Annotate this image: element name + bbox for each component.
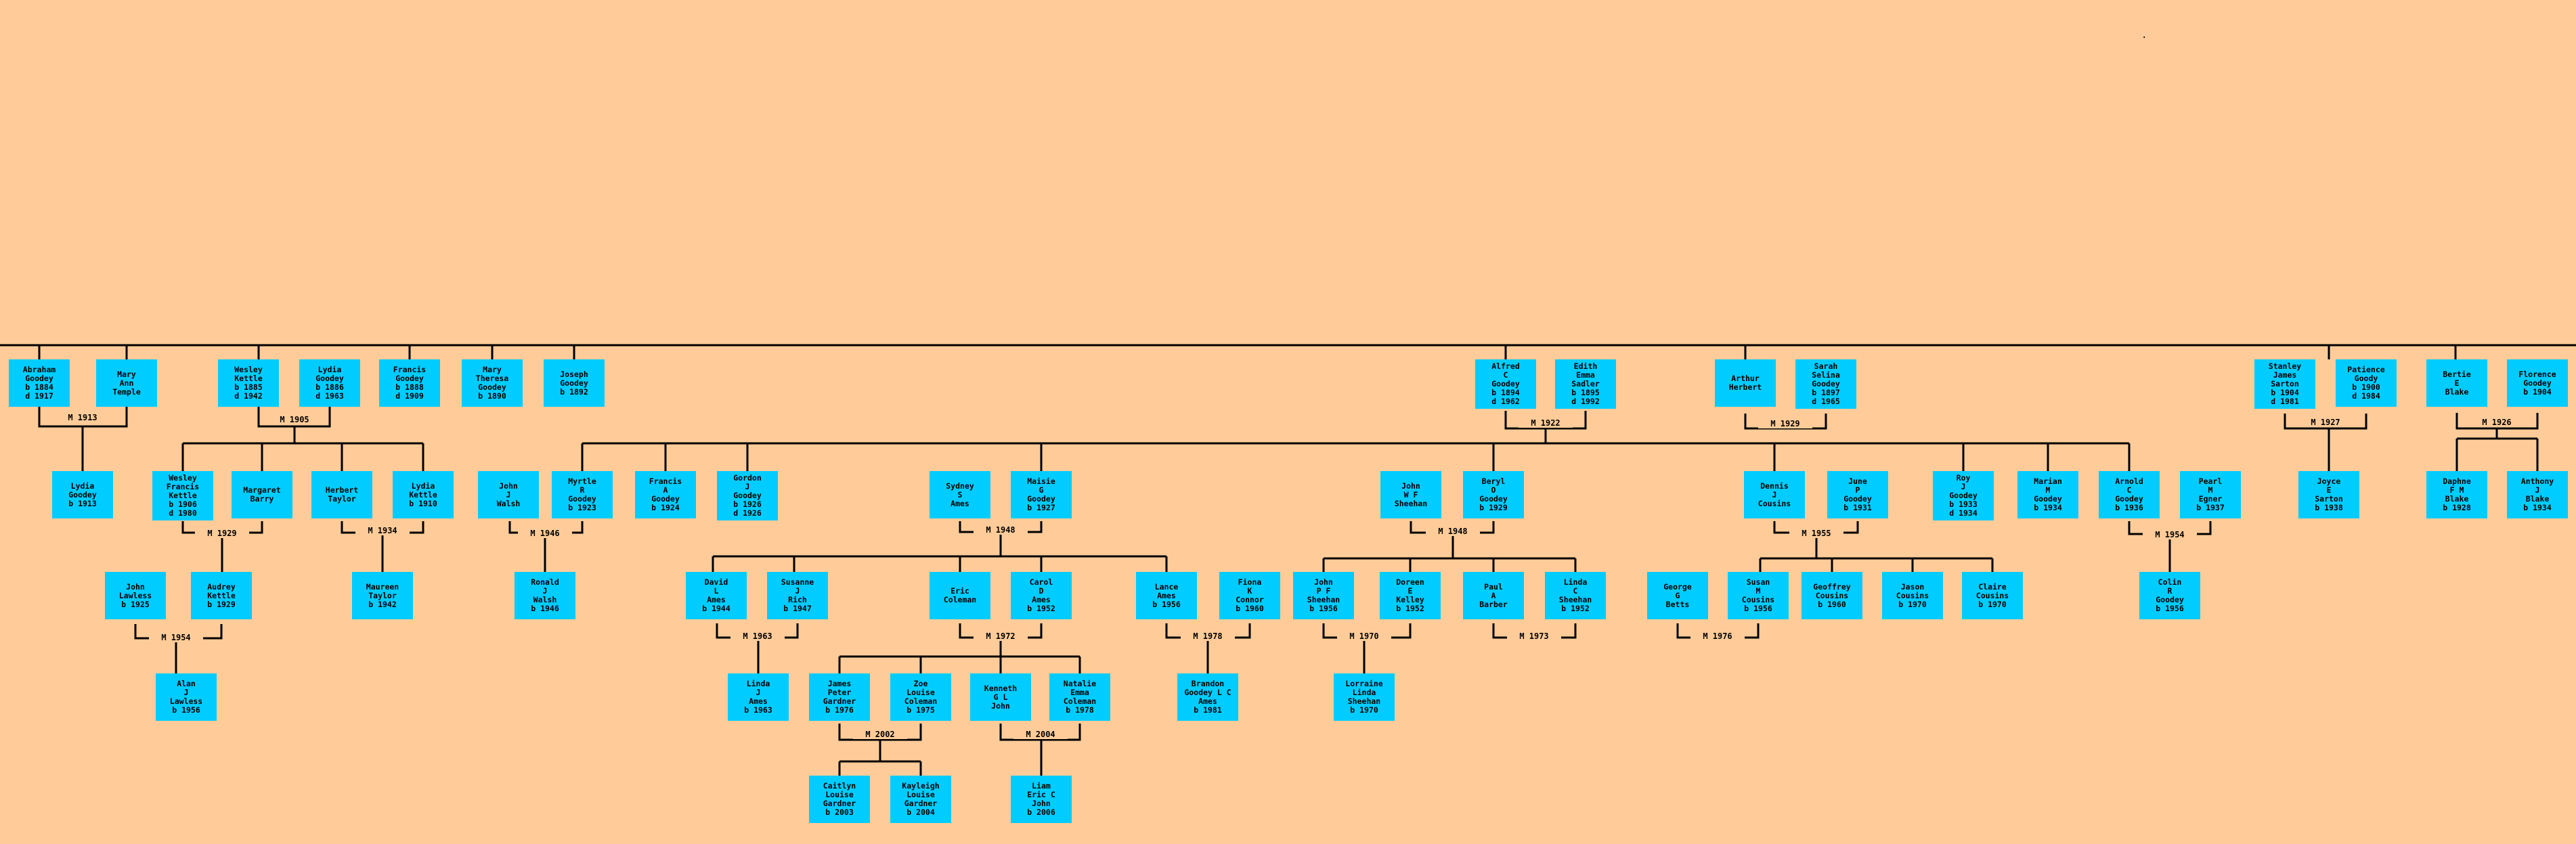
marriage-label: M 1970 bbox=[1337, 631, 1391, 641]
person-maureen-taylor[interactable]: Maureen Taylor b 1942 bbox=[352, 572, 413, 619]
person-marian-goodey[interactable]: Marian M Goodey b 1934 bbox=[2017, 471, 2078, 518]
person-john-walsh[interactable]: John J Walsh bbox=[478, 471, 539, 518]
person-patience-goody[interactable]: Patience Goody b 1900 d 1984 bbox=[2336, 359, 2397, 407]
person-carol-ames[interactable]: Carol D Ames b 1952 bbox=[1011, 572, 1072, 619]
person-george-betts[interactable]: George G Betts bbox=[1647, 572, 1708, 619]
person-joyce-sarton[interactable]: Joyce E Sarton b 1938 bbox=[2298, 471, 2359, 518]
person-john-lawless[interactable]: John Lawless b 1925 bbox=[105, 572, 166, 619]
person-doreen-kelley[interactable]: Doreen E Kelley b 1952 bbox=[1380, 572, 1441, 619]
person-zoe-coleman[interactable]: Zoe Louise Coleman b 1975 bbox=[890, 673, 951, 721]
person-roy-goodey[interactable]: Roy J Goodey b 1933 d 1934 bbox=[1933, 471, 1994, 520]
marriage-label: M 1976 bbox=[1690, 631, 1745, 641]
person-wesley-francis-kettle[interactable]: Wesley Francis Kettle b 1906 d 1980 bbox=[152, 471, 213, 520]
person-arnold-goodey[interactable]: Arnold C Goodey b 1936 bbox=[2099, 471, 2160, 518]
person-edith-sadler[interactable]: Edith Emma Sadler b 1895 d 1992 bbox=[1555, 359, 1616, 409]
marriage-label: M 1927 bbox=[2298, 418, 2353, 427]
marriage-label: M 1954 bbox=[149, 633, 203, 642]
person-francis-a-goodey[interactable]: Francis A Goodey b 1924 bbox=[635, 471, 696, 518]
marriage-label: M 1963 bbox=[730, 631, 785, 641]
person-joseph-goodey[interactable]: Joseph Goodey b 1892 bbox=[544, 359, 605, 407]
marriage-label: M 1929 bbox=[1758, 419, 1812, 428]
person-june-goodey[interactable]: June P Goodey b 1931 bbox=[1827, 471, 1888, 518]
person-alan-lawless[interactable]: Alan J Lawless b 1956 bbox=[156, 673, 217, 721]
marriage-label: M 1955 bbox=[1789, 529, 1843, 538]
corner-mark: . bbox=[2141, 30, 2147, 41]
person-jason-cousins[interactable]: Jason Cousins b 1970 bbox=[1882, 572, 1943, 619]
marriage-label: M 2004 bbox=[1013, 730, 1068, 739]
person-abraham-goodey[interactable]: Abraham Goodey b 1884 d 1917 bbox=[9, 359, 70, 407]
person-kenneth-john[interactable]: Kenneth G L John bbox=[970, 673, 1031, 721]
person-eric-coleman[interactable]: Eric Coleman bbox=[930, 572, 990, 619]
person-james-gardner[interactable]: James Peter Gardner b 1976 bbox=[809, 673, 870, 721]
marriage-label: M 1946 bbox=[518, 529, 572, 538]
person-audrey-kettle[interactable]: Audrey Kettle b 1929 bbox=[191, 572, 252, 619]
person-liam-john[interactable]: Liam Eric C John b 2006 bbox=[1011, 776, 1072, 823]
person-maisie-goodey[interactable]: Maisie G Goodey b 1927 bbox=[1011, 471, 1072, 518]
person-alfred-goodey[interactable]: Alfred C Goodey b 1894 d 1962 bbox=[1475, 359, 1536, 409]
person-susan-cousins[interactable]: Susan M Cousins b 1956 bbox=[1728, 572, 1789, 619]
person-florence-goodey[interactable]: Florence Goodey b 1904 bbox=[2507, 359, 2568, 407]
person-wesley-kettle[interactable]: Wesley Kettle b 1885 d 1942 bbox=[218, 359, 279, 407]
person-margaret-barry[interactable]: Margaret Barry bbox=[232, 471, 292, 518]
marriage-label: M 1922 bbox=[1519, 418, 1573, 428]
person-mary-theresa-goodey[interactable]: Mary Theresa Goodey b 1890 bbox=[462, 359, 523, 407]
marriage-label: M 1973 bbox=[1507, 631, 1561, 641]
marriage-label: M 1948 bbox=[1426, 527, 1480, 536]
marriage-label: M 2002 bbox=[853, 730, 907, 739]
person-linda-sheehan[interactable]: Linda C Sheehan b 1952 bbox=[1545, 572, 1606, 619]
person-herbert-taylor[interactable]: Herbert Taylor bbox=[311, 471, 372, 518]
marriage-label: M 1972 bbox=[974, 631, 1028, 641]
person-daphne-blake[interactable]: Daphne F M Blake b 1928 bbox=[2426, 471, 2487, 518]
person-sydney-ames[interactable]: Sydney S Ames bbox=[930, 471, 990, 518]
person-kayleigh-gardner[interactable]: Kayleigh Louise Gardner b 2004 bbox=[890, 776, 951, 823]
person-geoffrey-cousins[interactable]: Geoffrey Cousins b 1960 bbox=[1802, 572, 1862, 619]
marriage-label: M 1934 bbox=[355, 526, 410, 535]
person-claire-cousins[interactable]: Claire Cousins b 1970 bbox=[1962, 572, 2023, 619]
marriage-label: M 1954 bbox=[2143, 530, 2197, 539]
person-lydia-kettle[interactable]: Lydia Kettle b 1910 bbox=[393, 471, 454, 518]
person-arthur-herbert[interactable]: Arthur Herbert bbox=[1715, 359, 1776, 407]
marriage-label: M 1929 bbox=[195, 529, 249, 538]
person-susanne-rich[interactable]: Susanne J Rich b 1947 bbox=[767, 572, 828, 619]
person-myrtle-goodey[interactable]: Myrtle R Goodey b 1923 bbox=[552, 471, 613, 518]
person-stanley-sarton[interactable]: Stanley James Sarton b 1904 d 1981 bbox=[2254, 359, 2315, 409]
person-lydia-goodey[interactable]: Lydia Goodey b 1886 d 1963 bbox=[299, 359, 360, 407]
person-beryl-goodey[interactable]: Beryl O Goodey b 1929 bbox=[1463, 471, 1524, 518]
person-linda-ames[interactable]: Linda J Ames b 1963 bbox=[728, 673, 789, 721]
person-david-ames[interactable]: David L Ames b 1944 bbox=[686, 572, 747, 619]
person-lance-ames[interactable]: Lance Ames b 1956 bbox=[1136, 572, 1197, 619]
marriage-label: M 1978 bbox=[1181, 631, 1235, 641]
person-john-pf-sheehan[interactable]: John P F Sheehan b 1956 bbox=[1293, 572, 1354, 619]
person-fiona-connor[interactable]: Fiona K Connor b 1960 bbox=[1219, 572, 1280, 619]
person-lydia-goodey-1913[interactable]: Lydia Goodey b 1913 bbox=[52, 471, 113, 518]
person-colin-goodey[interactable]: Colin R Goodey b 1956 bbox=[2139, 572, 2200, 619]
person-gordon-goodey[interactable]: Gordon J Goodey b 1926 d 1926 bbox=[717, 471, 778, 520]
person-bertie-blake[interactable]: Bertie E Blake bbox=[2426, 359, 2487, 407]
person-caitlyn-gardner[interactable]: Caitlyn Louise Gardner b 2003 bbox=[809, 776, 870, 823]
person-pearl-egner[interactable]: Pearl M Egner b 1937 bbox=[2180, 471, 2241, 518]
person-francis-goodey[interactable]: Francis Goodey b 1888 d 1909 bbox=[379, 359, 440, 407]
marriage-label: M 1905 bbox=[267, 415, 322, 424]
marriage-label: M 1926 bbox=[2470, 418, 2524, 427]
person-mary-ann-temple[interactable]: Mary Ann Temple bbox=[96, 359, 157, 407]
person-natalie-coleman[interactable]: Natalie Emma Coleman b 1978 bbox=[1049, 673, 1110, 721]
person-john-sheehan[interactable]: John W F Sheehan bbox=[1380, 471, 1441, 518]
person-anthony-blake[interactable]: Anthony J Blake b 1934 bbox=[2507, 471, 2568, 518]
marriage-label: M 1913 bbox=[56, 413, 110, 422]
person-paul-barber[interactable]: Paul A Barber bbox=[1463, 572, 1524, 619]
marriage-label: M 1948 bbox=[974, 525, 1028, 535]
person-lorraine-sheehan[interactable]: Lorraine Linda Sheehan b 1970 bbox=[1334, 673, 1395, 721]
person-brandon-ames[interactable]: Brandon Goodey L C Ames b 1981 bbox=[1177, 673, 1238, 721]
person-sarah-goodey[interactable]: Sarah Selina Goodey b 1897 d 1965 bbox=[1795, 359, 1856, 409]
person-ronald-walsh[interactable]: Ronald J Walsh b 1946 bbox=[515, 572, 575, 619]
person-dennis-cousins[interactable]: Dennis J Cousins bbox=[1744, 471, 1805, 518]
